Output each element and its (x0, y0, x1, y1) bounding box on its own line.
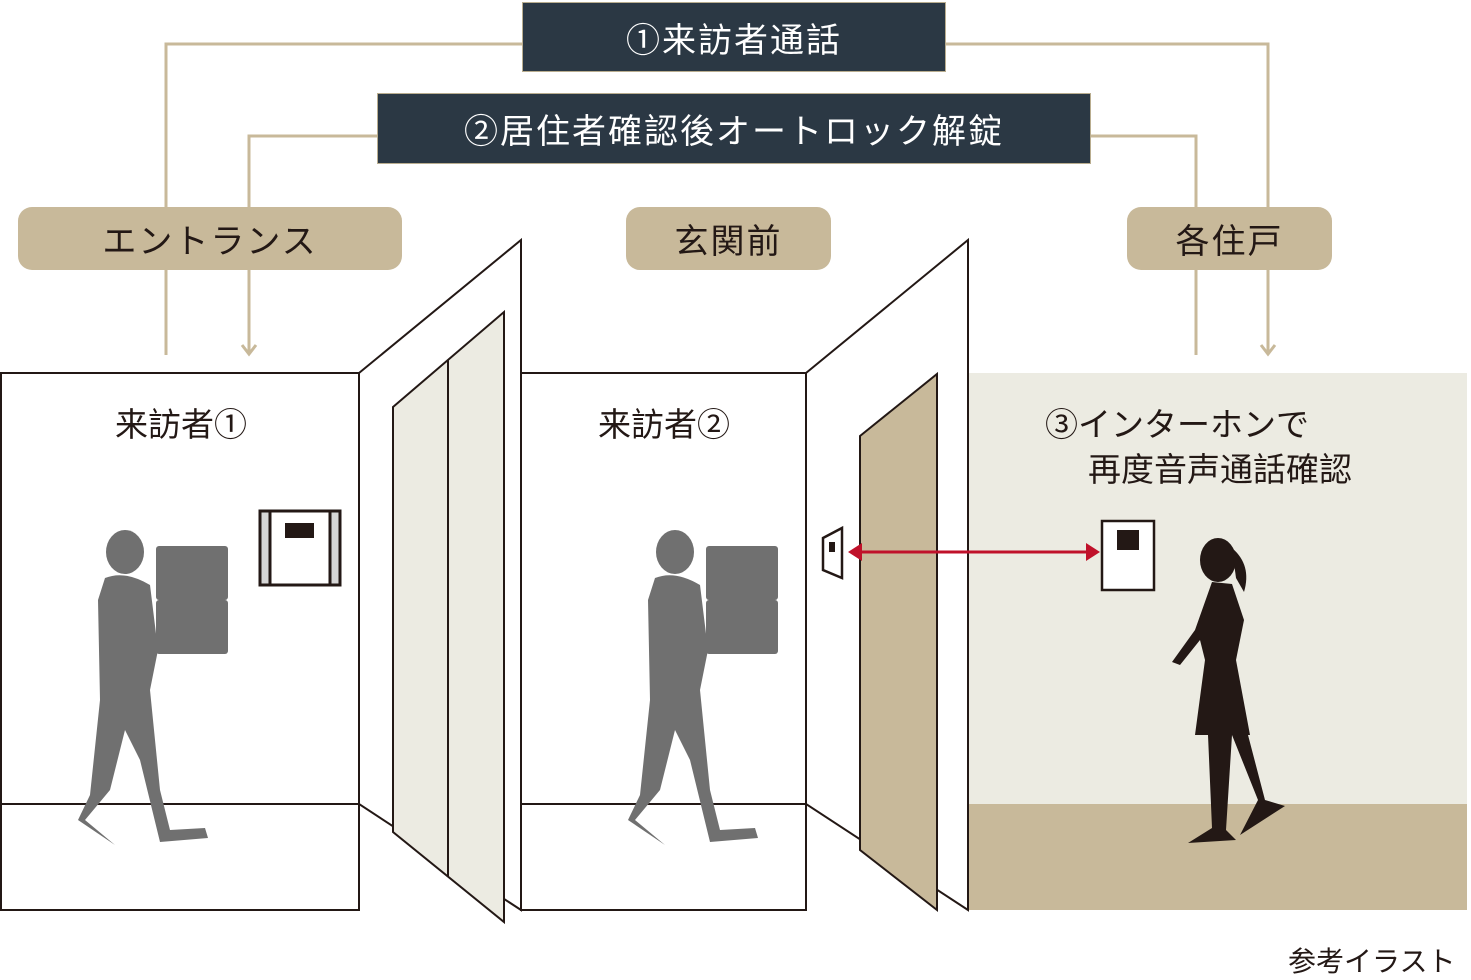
voice-call-arrow-icon (848, 543, 1100, 561)
room-monitor-icon (1100, 519, 1156, 592)
step1-visitor-call-label: ①来訪者通話 (522, 2, 946, 72)
arrow-down-icon (1259, 344, 1277, 357)
visitor2-label: 来訪者② (598, 405, 730, 444)
step2-unlock-label: ②居住者確認後オートロック解錠 (377, 93, 1091, 164)
connector-lines (164, 42, 1277, 357)
reference-illustration-note: 参考イラスト (1288, 945, 1456, 978)
step3-line1: ③インターホンで (1045, 405, 1309, 444)
resident-silhouette-icon (1172, 538, 1285, 843)
visitor1-label: 来訪者① (115, 405, 247, 444)
entrance-intercom-icon (258, 509, 342, 587)
visitor-silhouette-icon (78, 530, 228, 845)
location-front-door: 玄関前 (626, 207, 831, 270)
arrow-down-icon (240, 344, 258, 357)
location-entrance: エントランス (18, 207, 402, 270)
location-unit: 各住戸 (1127, 207, 1332, 270)
step3-line2: 再度音声通話確認 (1088, 450, 1352, 489)
door-intercom-icon (821, 525, 844, 580)
unit-door (859, 371, 938, 913)
